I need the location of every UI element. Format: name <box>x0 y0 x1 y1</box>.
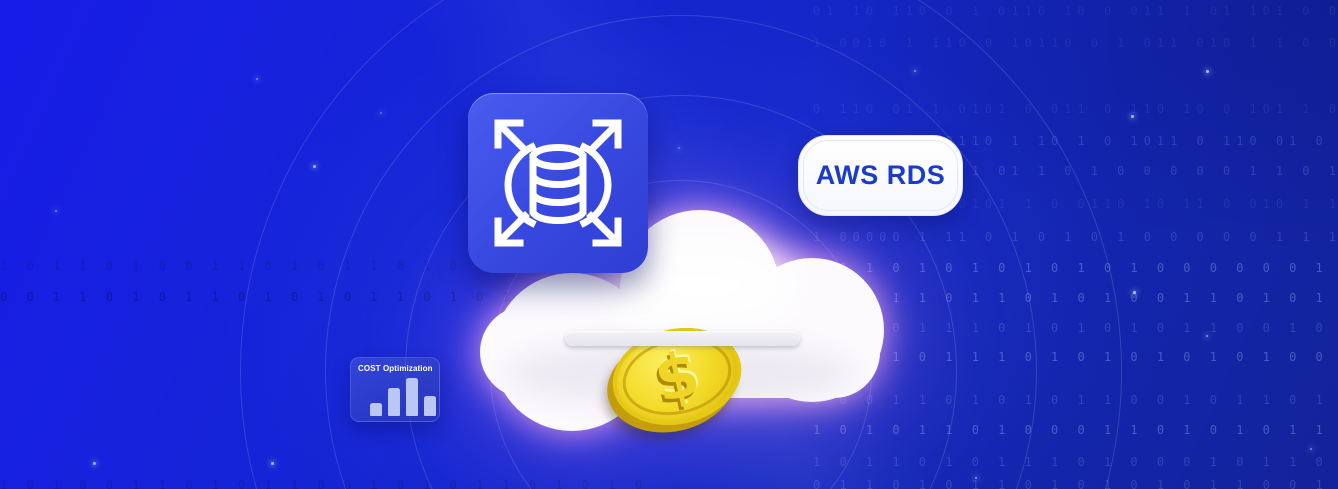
star-dot <box>975 477 977 479</box>
cost-bar <box>424 396 436 416</box>
binary-row: 0 0 1 1 0 1 0 1 1 0 1 0 1 0 1 1 0 1 0 1 … <box>0 290 660 304</box>
aws-rds-badge: AWS RDS <box>798 135 963 216</box>
star-dot <box>1131 115 1134 118</box>
binary-row: 1 1 0 1 0 1 1 1 0 1 0 1 0 1 0 1 0 1 0 0 … <box>813 350 1338 364</box>
cost-bar <box>406 378 418 416</box>
database-scaling-tile <box>468 93 648 273</box>
binary-row: 01 10 110 0 1 0110 10 0 011 1 01 101 0 0… <box>813 4 1338 18</box>
star-dot <box>271 462 274 465</box>
star-dot <box>914 70 916 72</box>
star-dot <box>93 462 96 465</box>
binary-row: 1 0 1 0 1 1 0 1 0 0 0 1 1 0 1 0 1 0 1 1 … <box>813 423 1338 437</box>
binary-row: 0 0 0 1 1 0 1 0 1 0 1 1 0 0 1 0 1 1 0 1 … <box>813 393 1338 407</box>
binary-row: 0 1 1 0 1 1 1 0 1 0 1 0 1 0 1 1 0 0 1 0 … <box>813 321 1338 335</box>
cost-optimization-card: COST Optimization <box>350 357 440 422</box>
star-dot <box>380 112 382 114</box>
star-dot <box>256 78 258 80</box>
cost-bar-chart <box>370 376 436 416</box>
binary-row: 0 1 1 0 1 0 1 0 1 0 1 0 1 0 0 0 0 0 0 1 … <box>813 261 1338 275</box>
cost-bar <box>370 403 382 416</box>
binary-row: 1 0010 1 110 0 10110 0 1 011 010 1 1 0 0… <box>813 36 1338 50</box>
binary-row: 0 110 01 1 0101 0 011 0 110 10 0 101 1 0… <box>813 102 1338 116</box>
star-dot <box>1310 448 1312 450</box>
cost-bar <box>388 388 400 416</box>
star-dot <box>1206 335 1208 337</box>
coin-slot <box>565 331 800 346</box>
star-dot <box>1133 291 1136 294</box>
binary-row: 1 0 0 1 1 0 1 1 0 1 0 1 0 0 1 1 0 1 0 1 … <box>813 291 1338 305</box>
binary-row: 1 0 1 1 0 1 0 1 1 1 0 1 0 0 0 1 0 1 1 0 … <box>813 455 1338 469</box>
cost-card-title: COST Optimization <box>358 364 433 373</box>
binary-row: 1 00000 1 11 0 1 0 1 0 1 0 0 0 0 0 1 1 1… <box>813 230 1338 244</box>
star-dot <box>313 165 316 168</box>
star-dot <box>1206 70 1209 73</box>
aws-rds-label: AWS RDS <box>815 160 946 190</box>
binary-row: 0 1 1 0 1 0 1 1 0 1 0 1 0 1 0 1 1 0 0 1 … <box>813 478 1338 489</box>
binary-row: 1 0 1 0 0 1 1 0 1 0 1 1 0 0 1 0 1 0 1 1 … <box>0 478 660 489</box>
database-scaling-icon <box>494 119 622 247</box>
star-dot <box>678 147 680 149</box>
star-dot <box>55 210 57 212</box>
